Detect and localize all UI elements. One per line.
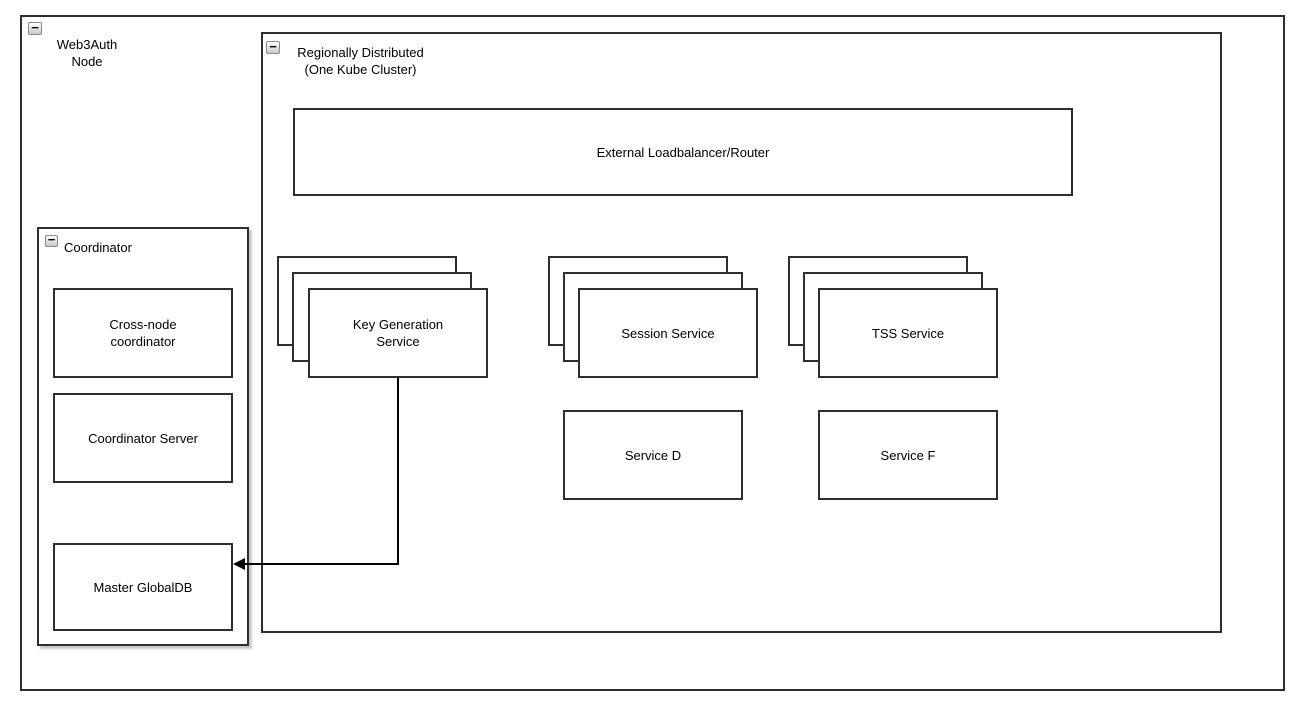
cross-node-label-line1: Cross-node [109,317,177,332]
session-service-box[interactable]: Session Service [578,288,758,378]
loadbalancer-label: External Loadbalancer/Router [596,144,770,160]
cross-node-label-line2: coordinator [110,334,176,349]
web3auth-title-line1: Web3Auth [56,37,118,52]
keygen-label-line2: Service [376,334,420,349]
web3auth-node-title: Web3Auth Node [32,36,142,70]
minus-glyph: − [47,232,56,247]
coordinator-container[interactable]: − Coordinator Cross-node coordinator Coo… [37,227,249,646]
service-f-box[interactable]: Service F [818,410,998,500]
loadbalancer-box[interactable]: External Loadbalancer/Router [293,108,1073,196]
web3auth-node-container[interactable]: − Web3Auth Node − Regionally Distributed… [20,15,1285,691]
master-globaldb-label: Master GlobalDB [93,579,193,595]
cross-node-coordinator-box[interactable]: Cross-node coordinator [53,288,233,378]
service-d-box[interactable]: Service D [563,410,743,500]
tss-service-box[interactable]: TSS Service [818,288,998,378]
coordinator-server-box[interactable]: Coordinator Server [53,393,233,483]
keygen-service-box[interactable]: Key Generation Service [308,288,488,378]
web3auth-collapse-icon[interactable]: − [28,19,42,35]
keygen-to-masterdb-arrow-head[interactable] [233,558,245,570]
coordinator-title: Coordinator [64,240,132,255]
service-d-label: Service D [624,447,682,463]
regional-cluster-container[interactable]: − Regionally Distributed (One Kube Clust… [261,32,1222,633]
minus-glyph: − [269,38,277,54]
keygen-to-masterdb-arrow-vertical-segment[interactable] [397,378,399,565]
tss-service-label: TSS Service [871,325,945,341]
keygen-label-line1: Key Generation [352,317,444,332]
minus-glyph: − [31,19,39,35]
web3auth-title-line2: Node [71,54,103,69]
service-f-label: Service F [880,447,936,463]
session-service-label: Session Service [621,325,715,341]
regional-title-line2: (One Kube Cluster) [304,62,417,77]
regional-collapse-icon[interactable]: − [266,38,280,54]
coordinator-server-label: Coordinator Server [88,430,198,446]
regional-title-line1: Regionally Distributed [297,45,424,60]
keygen-to-masterdb-arrow-horizontal-segment[interactable] [243,563,399,565]
master-globaldb-box[interactable]: Master GlobalDB [53,543,233,631]
regional-cluster-title: Regionally Distributed (One Kube Cluster… [288,44,433,78]
coordinator-collapse-icon[interactable]: − [45,232,58,247]
